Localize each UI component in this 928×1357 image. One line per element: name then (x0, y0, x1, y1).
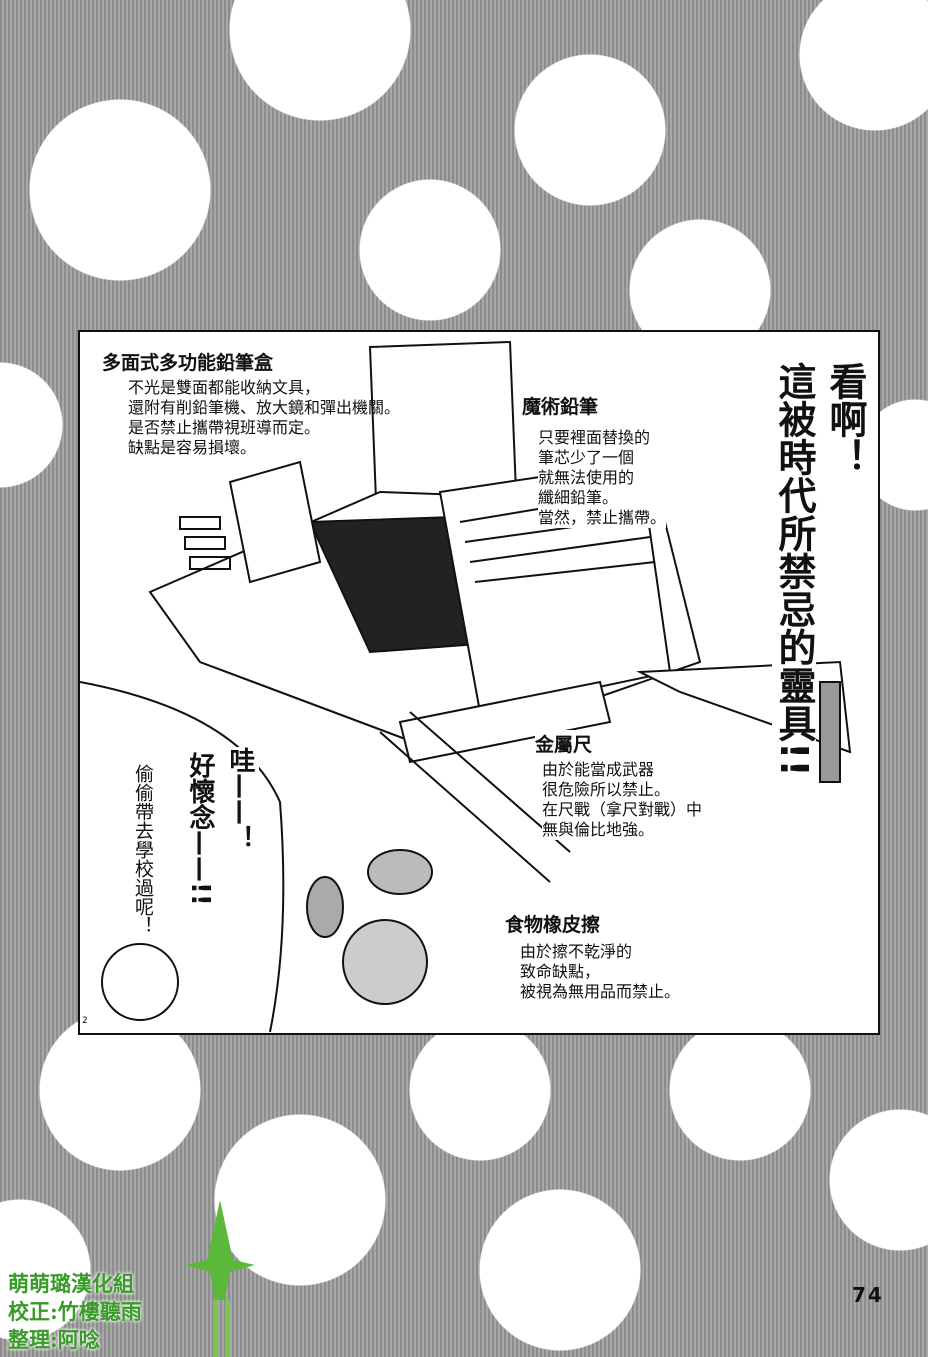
ruler-description: 由於能當成武器 很危險所以禁止。 在尺戰（拿尺對戰）中 無與倫比地強。 (542, 760, 703, 840)
wow-text: 哇——！ (222, 747, 259, 851)
shout-line-1: 看啊！ (818, 362, 873, 476)
text-line: 致命缺點， (520, 962, 601, 981)
text-line: 當然，禁止攜帶。 (538, 508, 667, 527)
text-line: 是否禁止攜帶視班導而定。 (128, 418, 321, 437)
text-line: 由於能當成武器 (542, 760, 655, 779)
text-line: 就無法使用的 (538, 468, 635, 487)
text-line: 很危險所以禁止。 (542, 780, 671, 799)
text-line: 無與倫比地強。 (542, 820, 655, 839)
text-line: 纖細鉛筆。 (538, 488, 619, 507)
pencil-description: 只要裡面替換的 筆芯少了一個 就無法使用的 纖細鉛筆。 當然，禁止攜帶。 (538, 428, 667, 528)
text-line: 被視為無用品而禁止。 (520, 982, 681, 1001)
witch-logo-icon (185, 1200, 255, 1357)
case-description: 不光是雙面都能收納文具， 還附有削鉛筆機、放大鏡和彈出機關。 是否禁止攜帶視班導… (128, 378, 400, 458)
text-line: 由於擦不乾淨的 (520, 942, 633, 961)
text-line: 缺點是容易損壞。 (128, 438, 257, 457)
ruler-title: 金屬尺 (535, 730, 593, 757)
text-line: 不光是雙面都能收納文具， (128, 378, 321, 397)
eraser-description: 由於擦不乾淨的 致命缺點， 被視為無用品而禁止。 (520, 942, 680, 1002)
text-line: 筆芯少了一個 (538, 448, 635, 467)
sneak-text: 偷偷帶去學校過呢！ (130, 764, 157, 935)
edit-credit: 整理:阿唸 (8, 1327, 100, 1352)
text-line: 只要裡面替換的 (538, 428, 651, 447)
scanlation-credits: 萌萌璐漢化組 校正:竹樓聽雨 整理:阿唸 (8, 1270, 142, 1354)
proofread-credit: 校正:竹樓聽雨 (8, 1299, 142, 1324)
shout-line-2: 這被時代所禁忌的靈具!! (772, 362, 816, 777)
text-line: 還附有削鉛筆機、放大鏡和彈出機關。 (128, 398, 401, 417)
case-title: 多面式多功能鉛筆盒 (102, 352, 274, 374)
pencil-title: 魔術鉛筆 (522, 392, 599, 419)
text-line: 在尺戰（拿尺對戰）中 (542, 800, 703, 819)
group-name: 萌萌璐漢化組 (8, 1271, 134, 1296)
panel-number: 2 (82, 1016, 88, 1026)
manga-panel: 多面式多功能鉛筆盒 不光是雙面都能收納文具， 還附有削鉛筆機、放大鏡和彈出機關。… (78, 330, 880, 1035)
page-number: 74 (852, 1283, 884, 1307)
eraser-title: 食物橡皮擦 (505, 914, 601, 936)
nostalgic-text: 好懷念——!! (182, 752, 219, 906)
